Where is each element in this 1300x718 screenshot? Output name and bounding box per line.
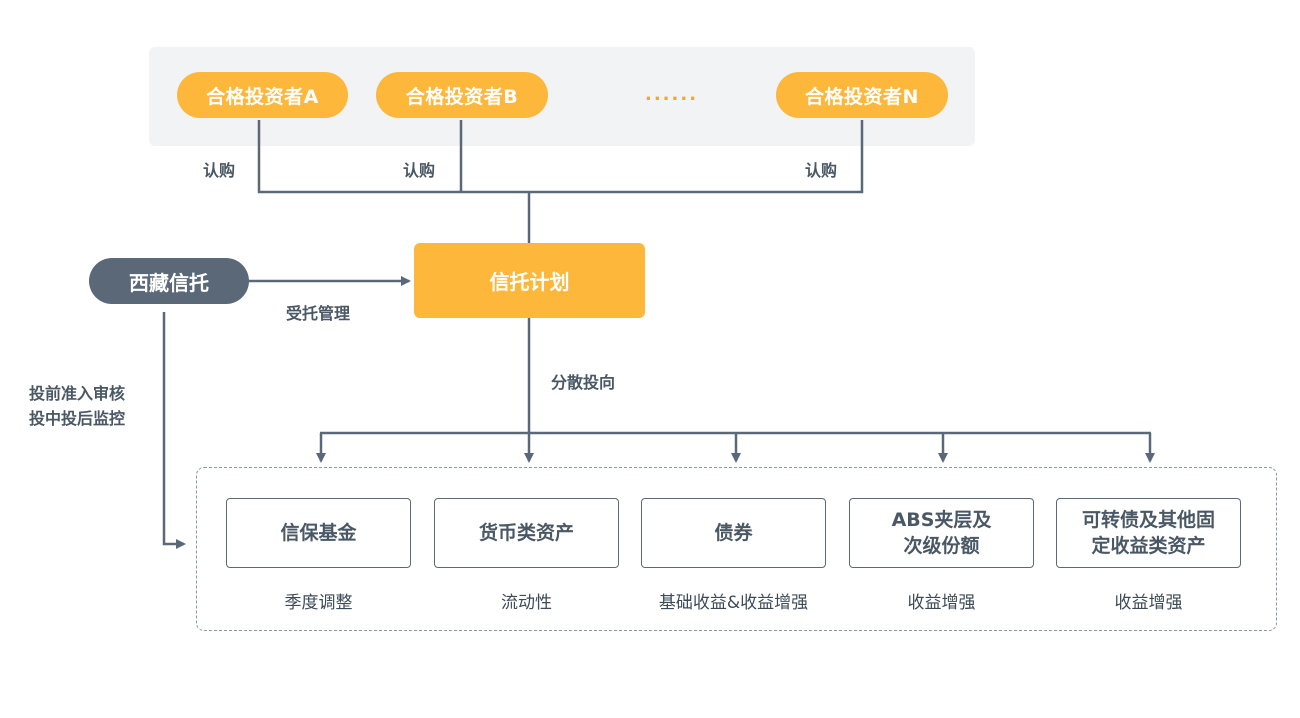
asset-note-1: 季度调整 [284, 593, 353, 613]
investor-n: 合格投资者N [776, 72, 948, 118]
asset-title-4: ABS夹层及次级份额 [891, 509, 992, 557]
management-label: 受托管理 [286, 304, 351, 323]
asset-box-2: 货币类资产 [434, 498, 619, 568]
subscribe-label-b: 认购 [403, 161, 436, 180]
asset-note-5: 收益增强 [1114, 593, 1183, 613]
asset-title-2: 货币类资产 [478, 522, 574, 544]
asset-title-3: 债券 [714, 522, 753, 544]
subscribe-label-n: 认购 [805, 161, 838, 180]
asset-title-5: 可转债及其他固定收益类资产 [1081, 509, 1215, 557]
subscribe-label-a: 认购 [203, 161, 236, 180]
investor-a: 合格投资者A [177, 72, 348, 118]
investor-b: 合格投资者B [376, 72, 548, 118]
trustee-node: 西藏信托 [89, 258, 249, 304]
monitoring-line-2: 投中投后监控 [29, 409, 126, 428]
asset-box-5: 可转债及其他固定收益类资产 [1056, 498, 1241, 568]
asset-box-4: ABS夹层及次级份额 [849, 498, 1034, 568]
monitoring-line-1: 投前准入审核 [29, 384, 126, 403]
diversify-label: 分散投向 [551, 373, 616, 392]
asset-note-4: 收益增强 [907, 593, 976, 613]
arrow-monitoring [162, 312, 186, 549]
asset-title-1: 信保基金 [280, 522, 357, 544]
asset-note-2: 流动性 [501, 593, 552, 613]
asset-box-1: 信保基金 [226, 498, 411, 568]
trust-plan-node: 信托计划 [414, 243, 645, 318]
monitoring-note: 投前准入审核 投中投后监控 [29, 381, 125, 431]
asset-box-3: 债券 [641, 498, 826, 568]
asset-note-3: 基础收益&收益增强 [658, 593, 809, 613]
asset-area [196, 467, 1277, 631]
ellipsis: ...... [645, 84, 699, 105]
